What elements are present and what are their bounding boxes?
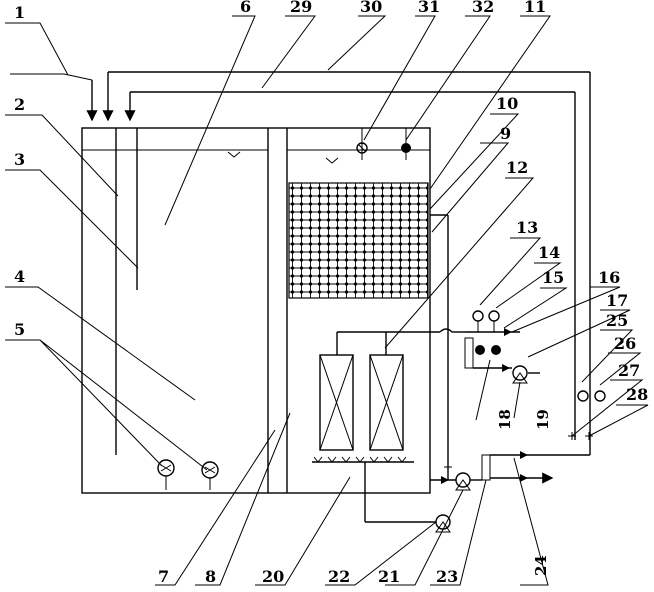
label-30: 30 — [360, 0, 382, 16]
label-20: 20 — [262, 567, 284, 586]
label-14: 14 — [538, 243, 560, 262]
label-24: 24 — [532, 555, 550, 576]
filter-media-zone — [288, 182, 429, 299]
label-2: 2 — [14, 95, 25, 114]
label-32: 32 — [472, 0, 494, 16]
label-26: 26 — [614, 334, 636, 353]
label-5: 5 — [14, 320, 25, 339]
level-gauges — [356, 128, 411, 160]
membrane-modules — [319, 328, 465, 451]
label-8: 8 — [205, 567, 216, 586]
label-31: 31 — [418, 0, 440, 16]
leader-lines — [5, 15, 649, 586]
label-13: 13 — [516, 218, 538, 237]
label-23: 23 — [436, 567, 458, 586]
label-7: 7 — [158, 567, 169, 586]
label-9: 9 — [500, 124, 511, 143]
label-12: 12 — [506, 158, 528, 177]
label-18: 18 — [496, 409, 514, 430]
label-3: 3 — [14, 150, 25, 169]
aeration-diffuser — [312, 456, 436, 523]
label-29: 29 — [290, 0, 312, 16]
label-11: 11 — [524, 0, 546, 16]
label-15: 15 — [542, 268, 564, 287]
label-4: 4 — [14, 267, 25, 286]
label-21: 21 — [378, 567, 400, 586]
outlet-piping — [430, 214, 590, 491]
label-6: 6 — [240, 0, 251, 16]
return-piping — [10, 71, 606, 455]
label-1: 1 — [14, 3, 25, 22]
label-28: 28 — [626, 385, 648, 404]
label-10: 10 — [496, 94, 518, 113]
label-19: 19 — [534, 409, 552, 430]
label-25: 25 — [606, 311, 628, 330]
label-22: 22 — [328, 567, 350, 586]
label-17: 17 — [606, 291, 628, 310]
bottom-pumps — [157, 459, 219, 490]
control-valves-cluster — [464, 310, 540, 384]
label-16: 16 — [598, 268, 620, 287]
label-27: 27 — [618, 361, 640, 380]
part-number-labels: 1 2 3 4 5 6 7 8 9 10 11 12 13 14 15 16 1… — [14, 0, 648, 586]
